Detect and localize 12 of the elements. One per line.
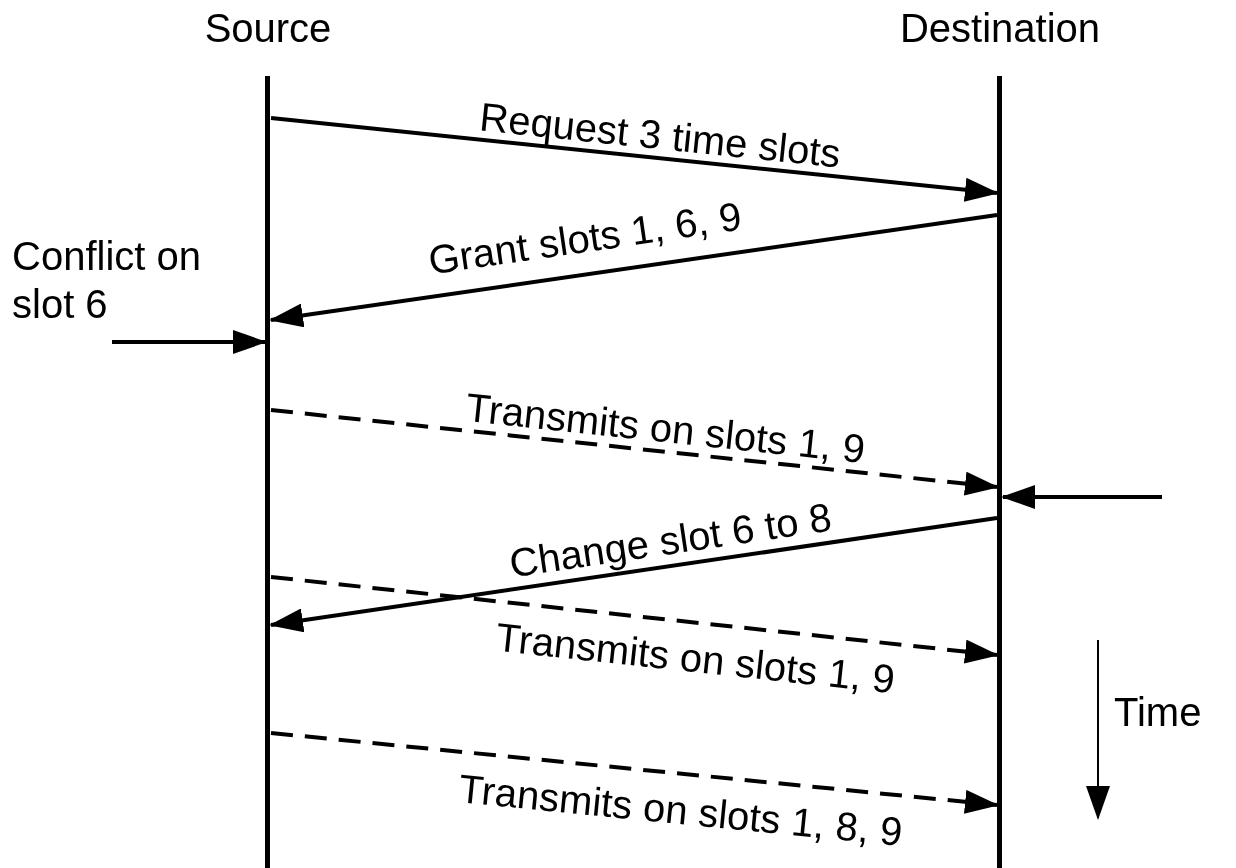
message-arrow — [1001, 485, 1162, 509]
note-text: Conflict on slot 6 — [12, 232, 227, 342]
message-arrow — [269, 213, 998, 328]
message-arrow — [112, 330, 267, 354]
message-arrow — [270, 116, 999, 202]
participant-name: Destination — [898, 6, 1102, 50]
axis-label: Time — [1114, 692, 1202, 732]
message-arrow — [269, 516, 998, 633]
message-arrow — [270, 408, 999, 496]
message-arrow — [270, 731, 999, 814]
message-arrow — [270, 575, 999, 664]
participant-name: Source — [203, 6, 333, 50]
